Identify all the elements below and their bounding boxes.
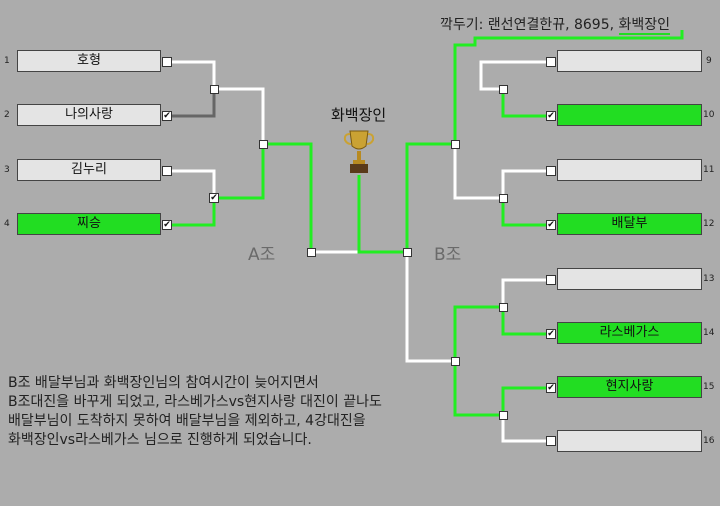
team-checkbox[interactable]	[546, 275, 556, 285]
bracket-node[interactable]	[307, 248, 316, 257]
team-slot[interactable]	[557, 104, 702, 126]
team-slot[interactable]: 호형	[17, 50, 161, 72]
seed-number: 2	[4, 110, 10, 120]
bracket-node[interactable]	[499, 411, 508, 420]
header-prefix: 깍두기: 랜선연결한뀨, 8695,	[440, 17, 619, 33]
seed-number: 15	[703, 382, 715, 392]
team-checkbox[interactable]	[546, 57, 556, 67]
bracket-node[interactable]	[210, 85, 219, 94]
champion-label: 화백장인	[331, 106, 387, 124]
seed-number: 12	[703, 219, 715, 229]
team-checkbox[interactable]: ✔	[162, 220, 172, 230]
seed-number: 11	[703, 165, 715, 175]
seed-number: 13	[703, 274, 715, 284]
team-checkbox[interactable]: ✔	[546, 220, 556, 230]
bracket-node[interactable]	[451, 140, 460, 149]
team-checkbox[interactable]: ✔	[546, 383, 556, 393]
bracket-node[interactable]	[259, 140, 268, 149]
seed-number: 1	[4, 56, 10, 66]
bracket-node[interactable]	[403, 248, 412, 257]
team-checkbox[interactable]: ✔	[546, 111, 556, 121]
bracket-node[interactable]	[451, 357, 460, 366]
bracket-node[interactable]	[499, 194, 508, 203]
team-slot[interactable]	[557, 268, 702, 290]
notice-text: B조 배달부님과 화백장인님의 참여시간이 늦어지면서 B조대진을 바꾸게 되었…	[8, 374, 382, 450]
team-slot[interactable]: 현지사랑	[557, 376, 702, 398]
header-champion: 화백장인	[618, 17, 671, 35]
seed-number: 4	[4, 219, 10, 229]
group-b-label: B조	[434, 245, 462, 265]
team-checkbox[interactable]: ✔	[546, 329, 556, 339]
notice-line: B조 배달부님과 화백장인님의 참여시간이 늦어지면서	[8, 375, 319, 391]
team-checkbox[interactable]	[162, 57, 172, 67]
team-slot[interactable]: 찌승	[17, 213, 161, 235]
team-checkbox[interactable]	[546, 436, 556, 446]
trophy-icon	[343, 130, 375, 173]
seed-number: 14	[703, 328, 715, 338]
bracket-node-checked[interactable]: ✔	[209, 193, 219, 203]
team-slot[interactable]	[557, 50, 702, 72]
seed-number: 10	[703, 110, 715, 120]
group-a-label: A조	[248, 245, 276, 265]
team-checkbox[interactable]	[546, 166, 556, 176]
notice-line: 화백장인vs라스베가스 님으로 진행하게 되었습니다.	[8, 432, 312, 448]
seed-number: 16	[703, 436, 715, 446]
bracket-node[interactable]	[499, 303, 508, 312]
team-slot[interactable]	[557, 430, 702, 452]
team-slot[interactable]: 라스베가스	[557, 322, 702, 344]
team-checkbox[interactable]: ✔	[162, 111, 172, 121]
team-slot[interactable]	[557, 159, 702, 181]
team-checkbox[interactable]	[162, 166, 172, 176]
team-slot[interactable]: 배달부	[557, 213, 702, 235]
bracket-node[interactable]	[499, 85, 508, 94]
notice-line: 배달부님이 도착하지 못하여 배달부님을 제외하고, 4강대진을	[8, 413, 366, 429]
team-slot[interactable]: 나의사랑	[17, 104, 161, 126]
seed-number: 9	[706, 56, 712, 66]
seed-number: 3	[4, 165, 10, 175]
notice-line: B조대진을 바꾸게 되었고, 라스베가스vs현지사랑 대진이 끝나도	[8, 394, 382, 410]
team-slot[interactable]: 김누리	[17, 159, 161, 181]
header-banner: 깍두기: 랜선연결한뀨, 8695, 화백장인	[440, 14, 671, 35]
